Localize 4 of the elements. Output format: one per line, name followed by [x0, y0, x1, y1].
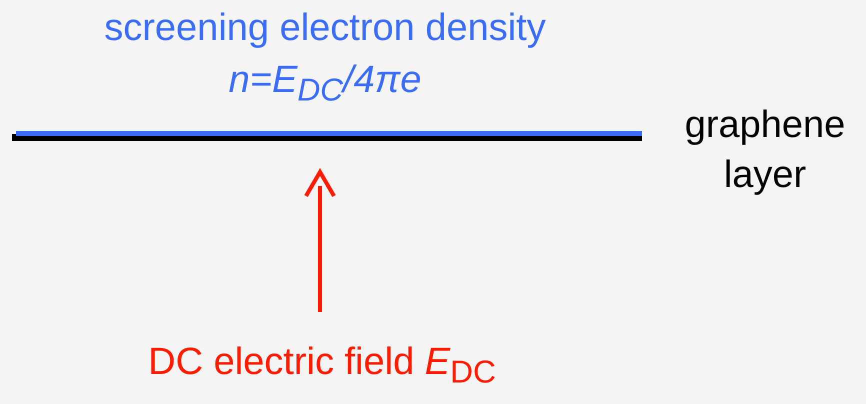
formula-text: n=E$_{DC}$/4πe — [228, 58, 422, 110]
annotation-text: screening electron density — [104, 6, 546, 50]
layer-label: graphene layer — [684, 103, 846, 198]
field-label: DC electric field E$_{DC}$ — [148, 340, 496, 392]
